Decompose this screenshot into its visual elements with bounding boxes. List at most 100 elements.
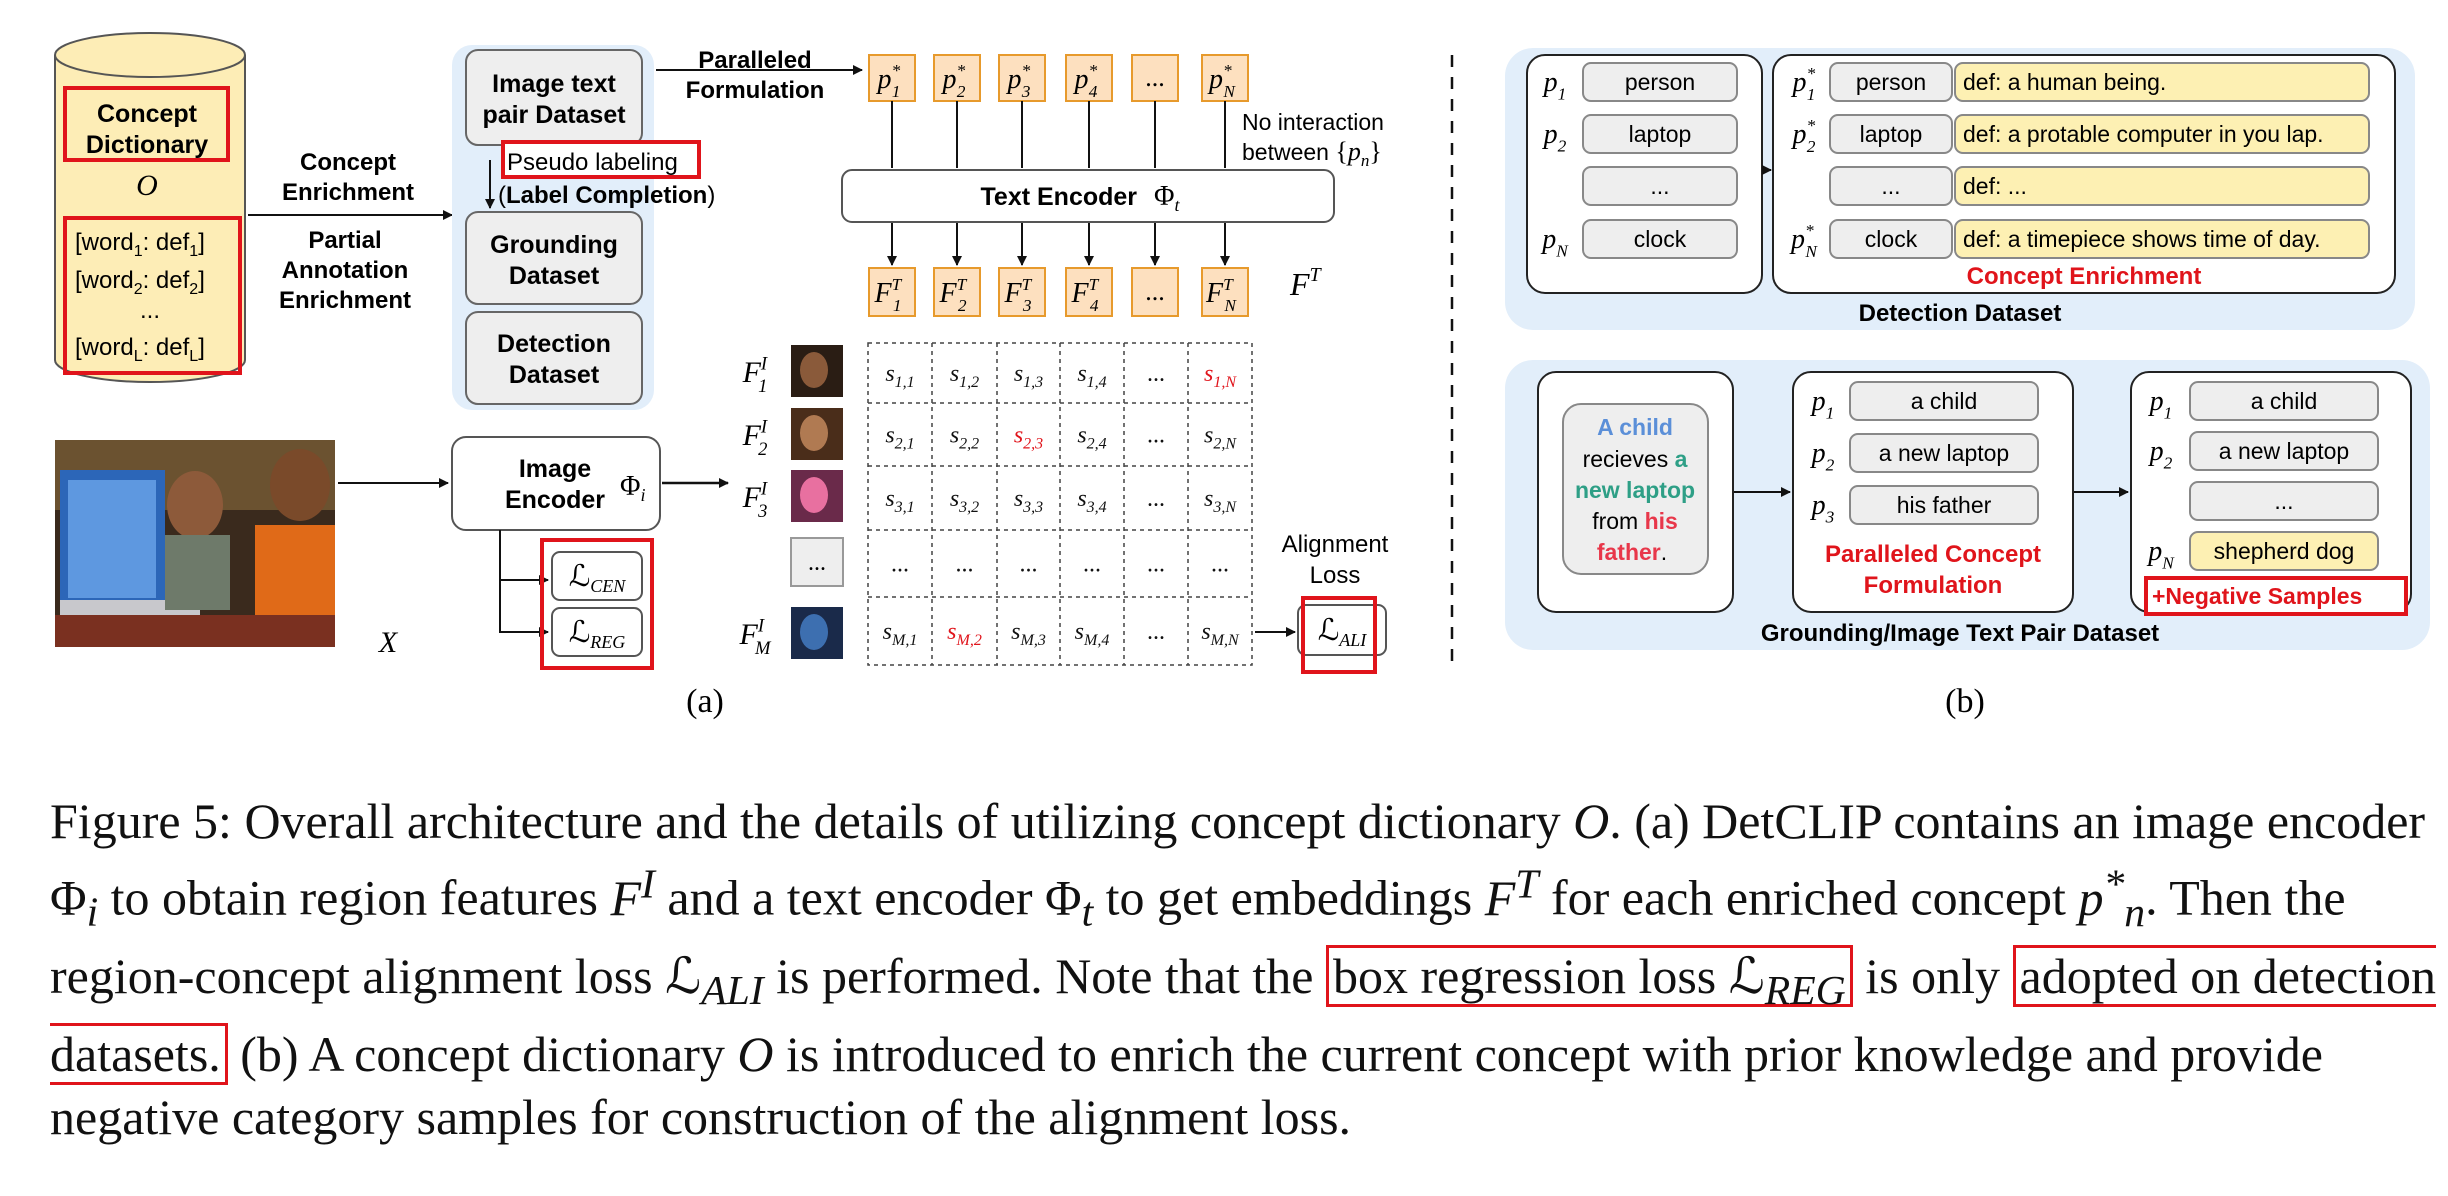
final-concept-box [2189,531,2379,571]
final-concept-label: a new laptop [2219,438,2349,464]
cen-loss-box [551,551,643,601]
score-cell: sM,3 [1011,619,1046,649]
enriched-concept-label: person [1856,69,1926,95]
score-cell: s1,N [1204,361,1237,391]
score-cell: ... [1020,552,1038,578]
score-cell: ... [891,552,909,578]
grounding-label-2: Dataset [509,262,600,290]
negative-samples-label: +Negative Samples [2152,583,2362,609]
final-concept-label: ... [2274,488,2293,514]
phrase-label: a child [1911,388,1977,414]
text-feature-box [868,267,916,317]
caption-part: to get embeddings [1105,869,1473,926]
dictionary-entry-2: [word2: def2] [75,267,205,298]
dictionary-title-line2: Dictionary [86,131,208,159]
caption-part: for each enriched concept [1550,869,2066,926]
score-cell: ... [956,552,974,578]
dictionary-title-highlight [63,86,230,162]
score-cell: s3,4 [1077,486,1106,516]
region-thumb-subject [800,352,828,388]
phrase-symbol: p1 [1810,386,1835,422]
detection-concept-label: ... [1650,173,1669,199]
caption-part: to obtain region features [110,869,598,926]
prompt-box [1131,54,1179,102]
phrase-symbol: p3 [1810,490,1835,526]
score-cell: ... [1147,361,1165,387]
prompt-label: p*N [1207,61,1236,101]
image-encoder-label-2: Encoder [505,486,605,514]
detection-concept-label: laptop [1629,121,1692,147]
enriched-concept-box [1829,219,1953,259]
dictionary-entry-L: [wordL: defL] [75,334,205,365]
figure-diagram: Concept Dictionary O [word1: def1] [word… [54,32,2430,720]
caption-math-pn: p*n [2078,861,2146,936]
caption-part: box regression loss [1332,947,1717,1004]
formulation-label-1: Paralleled Concept [1825,541,2041,568]
no-interaction-label: No interaction [1242,109,1384,135]
caption-detection-highlight: adopted on detection datasets. [50,944,2437,1085]
detection-dataset-box [465,311,643,405]
ali-loss-box [1297,604,1387,656]
concept-enrichment-label-1: Concept [300,149,396,176]
caption-math-o: O [1573,793,1610,849]
caption-math-ft: FT [1484,861,1539,926]
detection-label-1: Detection [497,330,611,358]
grounding-dataset-title: Grounding/Image Text Pair Dataset [1761,620,2159,647]
enriched-concept-symbol: p*1 [1791,64,1816,104]
alignment-loss-label-2: Loss [1310,562,1361,589]
enriched-definition-box [1954,62,2370,102]
reg-loss-box [551,607,643,657]
paralleled-label-2: Formulation [686,77,825,104]
pseudo-labeling-highlight [501,140,701,179]
score-cell: s3,2 [950,486,979,516]
detection-concept-box [1582,114,1738,154]
panel-a-label: (a) [686,683,724,720]
detection-concept-box [1582,62,1738,102]
image-encoder-box [451,436,661,531]
text-feature-set-label: FT [1289,264,1323,302]
concept-enrichment-label-2: Enrichment [282,179,414,206]
prompt-label: p*4 [1073,61,1098,101]
score-cell: ... [1147,552,1165,578]
score-cell: s1,4 [1077,361,1106,391]
caption-part: . (a) DetCLIP contains an image encoder [1609,793,2426,849]
input-symbol: X [378,626,399,659]
partial-annotation-label-3: Enrichment [279,287,411,314]
enriched-definition-label: def: a human being. [1963,69,2166,95]
reg-loss-arrow [499,580,549,637]
loss-group-highlight [540,538,654,670]
caption-math-o: O [737,1025,774,1082]
caption-part: is introduced to enrich the current conc… [50,1025,2323,1145]
region-thumb-subject [800,477,828,513]
partial-annotation-label-1: Partial [308,227,381,254]
input-photo [55,440,335,647]
score-cell: sM,2 [947,619,982,649]
detection-label-2: Dataset [509,361,600,389]
enriched-concept-symbol: p*2 [1791,116,1816,156]
ali-loss-label: ℒALI [1318,614,1368,650]
enriched-definition-label: def: a timepiece shows time of day. [1963,226,2321,252]
prompt-label: p*1 [876,61,901,101]
score-cell: s2,2 [950,423,979,453]
score-cell: s3,N [1204,486,1237,516]
concept-dictionary-cylinder: Concept Dictionary O [word1: def1] [word… [54,32,246,383]
detection-concept-symbol: p2 [1542,119,1567,155]
score-cell: s1,1 [885,361,914,391]
enriched-concept-box [1829,114,1953,154]
final-concept-box [2189,481,2379,521]
enriched-concept-symbol: p*N [1789,221,1818,261]
dictionary-title-line1: Concept [97,100,198,128]
score-cell: ... [1147,619,1165,645]
caption-part: Overall architecture and the details of … [244,793,1561,849]
detection-concept-box [1582,219,1738,259]
final-concept-box [2189,431,2379,471]
final-concept-symbol: p1 [2148,386,2173,422]
prompt-label: p*2 [941,61,966,101]
score-cell: s2,1 [885,423,914,453]
